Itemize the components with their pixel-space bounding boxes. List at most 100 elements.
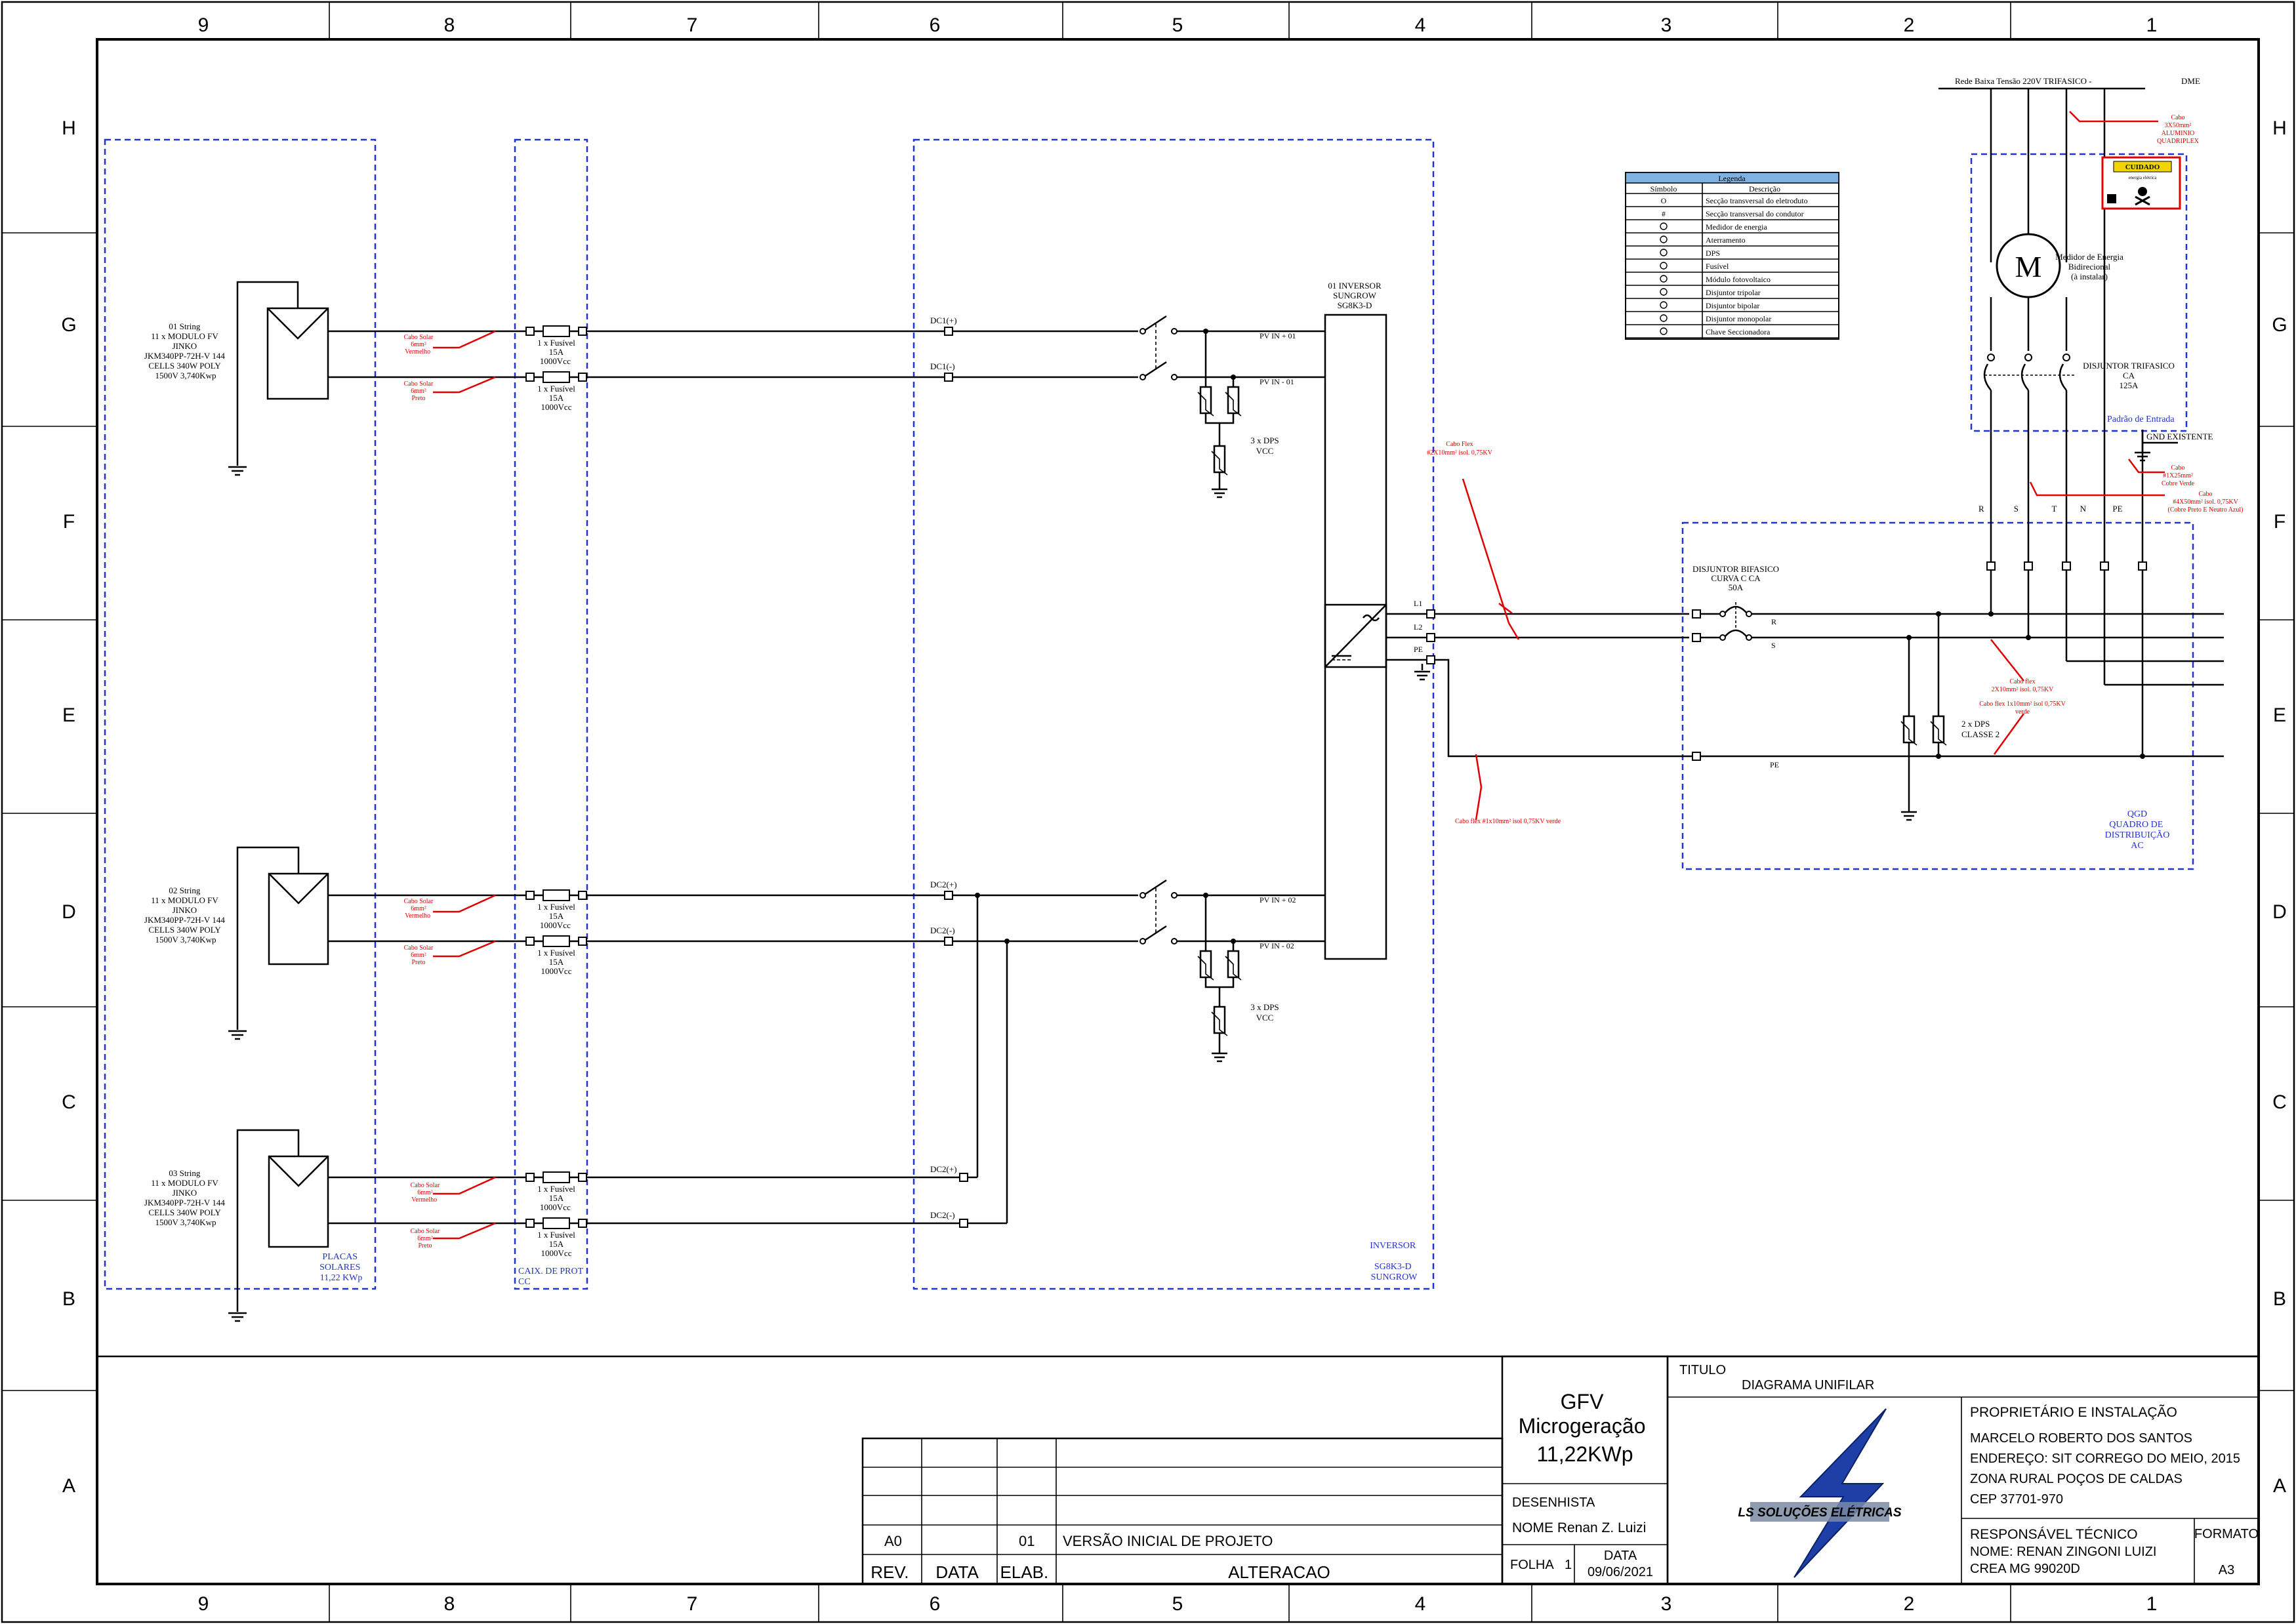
svg-text:MARCELO ROBERTO DOS SANTOS: MARCELO ROBERTO DOS SANTOS ENDEREÇO: SIT…	[1970, 1431, 2244, 1507]
ground-icon	[228, 1312, 247, 1322]
group-label: 11,22 KWp	[320, 1273, 363, 1283]
legend-description: Medidor de energia	[1706, 222, 1767, 232]
dc-protection-box	[514, 138, 588, 1290]
string-1-label: 01 String 11 x MODULO FV JINKO JKM340PP-…	[144, 321, 227, 380]
legend-description: Disjuntor monopolar	[1706, 314, 1771, 323]
svg-text:1: 1	[1565, 1558, 1572, 1572]
logo-text: LS SOLUÇÕES ELÉTRICAS	[1738, 1505, 1901, 1520]
svg-text:A3: A3	[2219, 1563, 2234, 1577]
svg-text:DESENHISTA: DESENHISTA	[1512, 1495, 1595, 1510]
entrance-panel: Rede Baixa Tensão 220V TRIFASICO - DME C…	[1938, 76, 2243, 514]
legend-symbol-icon	[1660, 262, 1668, 270]
legend-symbol-icon	[1660, 235, 1668, 243]
legend-description: Secção transversal do eletroduto	[1706, 196, 1808, 205]
col-label: 4	[1415, 14, 1426, 36]
company-logo-icon: LS SOLUÇÕES ELÉTRICAS	[1738, 1408, 1902, 1578]
col-label: 3	[1661, 1593, 1672, 1615]
fuse-icon	[543, 935, 570, 947]
string-3: 03 String 11 x MODULO FV JINKO JKM340PP-…	[144, 1129, 1007, 1322]
bidirectional-meter-icon: M	[1996, 233, 2061, 298]
row-label: D	[62, 901, 76, 923]
row-label: H	[2272, 117, 2287, 139]
legend-symbol: #	[1662, 209, 1666, 218]
dc-switch-1	[1138, 315, 1178, 382]
svg-text:Descrição: Descrição	[1749, 184, 1780, 193]
legend-symbol-icon	[1660, 314, 1668, 322]
group-label: SG8K3-D	[1374, 1262, 1412, 1272]
pv-module-icon	[268, 872, 329, 965]
svg-text:FORMATO: FORMATO	[2194, 1527, 2259, 1541]
svg-text:GND EXISTENTE: GND EXISTENTE	[2146, 432, 2213, 441]
col-label: 8	[444, 1593, 455, 1615]
svg-text:PV IN + 02: PV IN + 02	[1260, 895, 1296, 904]
svg-text:09/06/2021: 09/06/2021	[1588, 1565, 1653, 1579]
svg-text:R: R	[1771, 617, 1776, 626]
svg-text:INVERSOR SG8K3-D S: INVERSOR SG8K3-D SUNGROW	[1370, 1241, 1418, 1282]
dc-terminal-label: DC2(+)	[930, 1164, 957, 1174]
legend-symbol-icon	[1660, 249, 1668, 256]
col-label: 6	[930, 14, 941, 36]
group-label: INVERSOR	[1370, 1241, 1416, 1251]
legend-symbol: O	[1661, 196, 1667, 205]
row-label: F	[2274, 511, 2286, 533]
svg-text:CUIDADO: CUIDADO	[2125, 163, 2160, 171]
title-block: A0 01 VERSÃO INICIAL DE PROJETO REV. DAT…	[861, 1355, 2260, 1585]
legend-description: Disjuntor bipolar	[1706, 301, 1759, 310]
col-label: 7	[687, 14, 698, 36]
col-label: 4	[1415, 1593, 1426, 1615]
svg-text:DIAGRAMA UNIFILAR: DIAGRAMA UNIFILAR	[1742, 1378, 1874, 1392]
row-label: D	[2272, 901, 2287, 923]
group-label: CAIX. DE PROT	[518, 1267, 584, 1276]
svg-text:PE: PE	[1770, 760, 1779, 769]
legend-description: Fusível	[1706, 262, 1729, 271]
inverter-box	[912, 138, 1435, 1290]
row-label: E	[62, 704, 75, 726]
row-label: C	[2272, 1091, 2287, 1113]
column-labels: 9 8 7 6 5 4 3 2 1 9 8 7 6 5 4 3 2 1	[198, 14, 2158, 1615]
group-boxes: PLACAS SOLARES 11,22 KWp CAIX. DE PROT C…	[104, 138, 2194, 1290]
row-label: A	[62, 1475, 75, 1497]
solar-panels-box	[104, 138, 377, 1290]
legend-description: Módulo fotovoltaico	[1706, 275, 1771, 284]
svg-text:Símbolo: Símbolo	[1650, 184, 1677, 193]
svg-text:DME: DME	[2181, 76, 2200, 86]
dc-switch-2	[1138, 879, 1178, 946]
col-label: 9	[198, 14, 209, 36]
legend-description: Aterramento	[1706, 235, 1746, 245]
col-label: 8	[444, 14, 455, 36]
row-label: C	[62, 1091, 76, 1113]
row-label: B	[2273, 1288, 2286, 1310]
svg-text:A0 01 VERSÃO INICI: A0 01 VERSÃO INICIAL DE PROJETO	[884, 1533, 1273, 1549]
svg-text:Cabo flex #1x10mm² isol 0,75KV: Cabo flex #1x10mm² isol 0,75KV verde	[1455, 818, 1561, 825]
legend-description: Disjuntor tripolar	[1706, 288, 1761, 297]
svg-text:PLACAS SOLARES 11,: PLACAS SOLARES 11,22 KWp	[319, 1252, 363, 1283]
svg-text:CAIX. DE PROT CC: CAIX. DE PROT CC	[518, 1267, 585, 1287]
fuse-icon	[543, 325, 570, 337]
row-label: B	[62, 1288, 75, 1310]
legend-symbol-icon	[1660, 301, 1668, 309]
svg-text:Cabo#4X50mm² isol. 0,75KV(Cobr: Cabo#4X50mm² isol. 0,75KV(Cobre Preto E …	[2168, 491, 2244, 514]
row-label: A	[2273, 1475, 2286, 1497]
svg-text:M: M	[2015, 250, 2042, 283]
col-label: 1	[2146, 1593, 2158, 1615]
col-label: 1	[2146, 14, 2158, 36]
legend-symbol-icon	[1660, 288, 1668, 296]
col-label: 2	[1904, 1593, 1915, 1615]
group-label: PLACAS	[322, 1252, 358, 1262]
tripolar-breaker-icon	[1983, 354, 2074, 430]
svg-text:PE: PE	[1414, 645, 1423, 654]
fuse-icon	[543, 1217, 570, 1229]
